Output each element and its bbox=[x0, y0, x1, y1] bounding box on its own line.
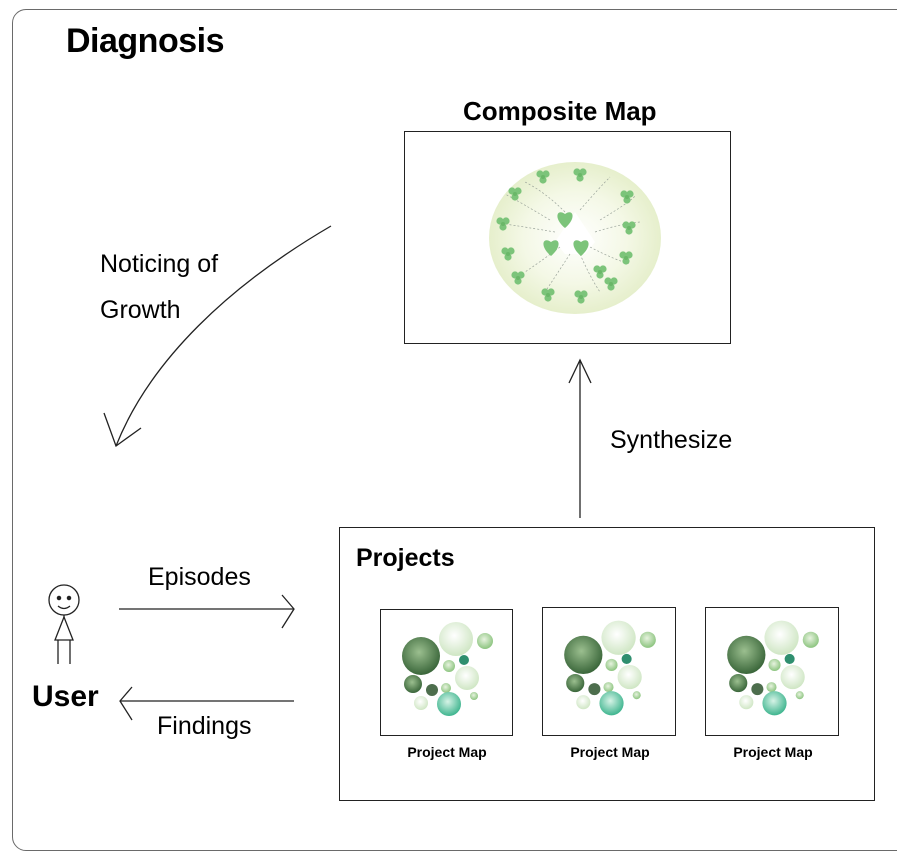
project-map-3 bbox=[705, 607, 839, 736]
noticing-arrowhead bbox=[103, 412, 142, 448]
diagram-frame bbox=[12, 9, 897, 851]
noticing-label-line2: Growth bbox=[100, 296, 181, 324]
episodes-arrowhead bbox=[281, 594, 295, 629]
diagram-title: Diagnosis bbox=[66, 22, 224, 60]
project-map-2-image bbox=[564, 620, 656, 716]
project-map-2 bbox=[542, 607, 676, 736]
composite-map-box bbox=[404, 131, 731, 344]
project-map-2-caption: Project Map bbox=[570, 744, 650, 760]
noticing-label-line1: Noticing of bbox=[100, 250, 219, 278]
projects-title: Projects bbox=[356, 544, 455, 572]
findings-label: Findings bbox=[157, 712, 252, 740]
composite-map-title: Composite Map bbox=[463, 96, 657, 126]
user-label: User bbox=[32, 680, 99, 713]
project-map-1 bbox=[380, 609, 513, 736]
synthesize-arrowhead bbox=[568, 358, 592, 384]
projects-box: Projects Project Map bbox=[339, 527, 875, 801]
user-figure bbox=[48, 584, 80, 664]
noticing-arrow bbox=[115, 225, 332, 447]
episodes-label: Episodes bbox=[148, 563, 251, 591]
composite-map-image bbox=[489, 162, 661, 314]
findings-arrowhead bbox=[119, 686, 133, 721]
project-map-1-caption: Project Map bbox=[407, 744, 487, 760]
project-map-1-image bbox=[402, 622, 493, 716]
synthesize-label: Synthesize bbox=[610, 426, 733, 454]
project-map-3-caption: Project Map bbox=[733, 744, 813, 760]
project-map-3-image bbox=[727, 620, 819, 716]
